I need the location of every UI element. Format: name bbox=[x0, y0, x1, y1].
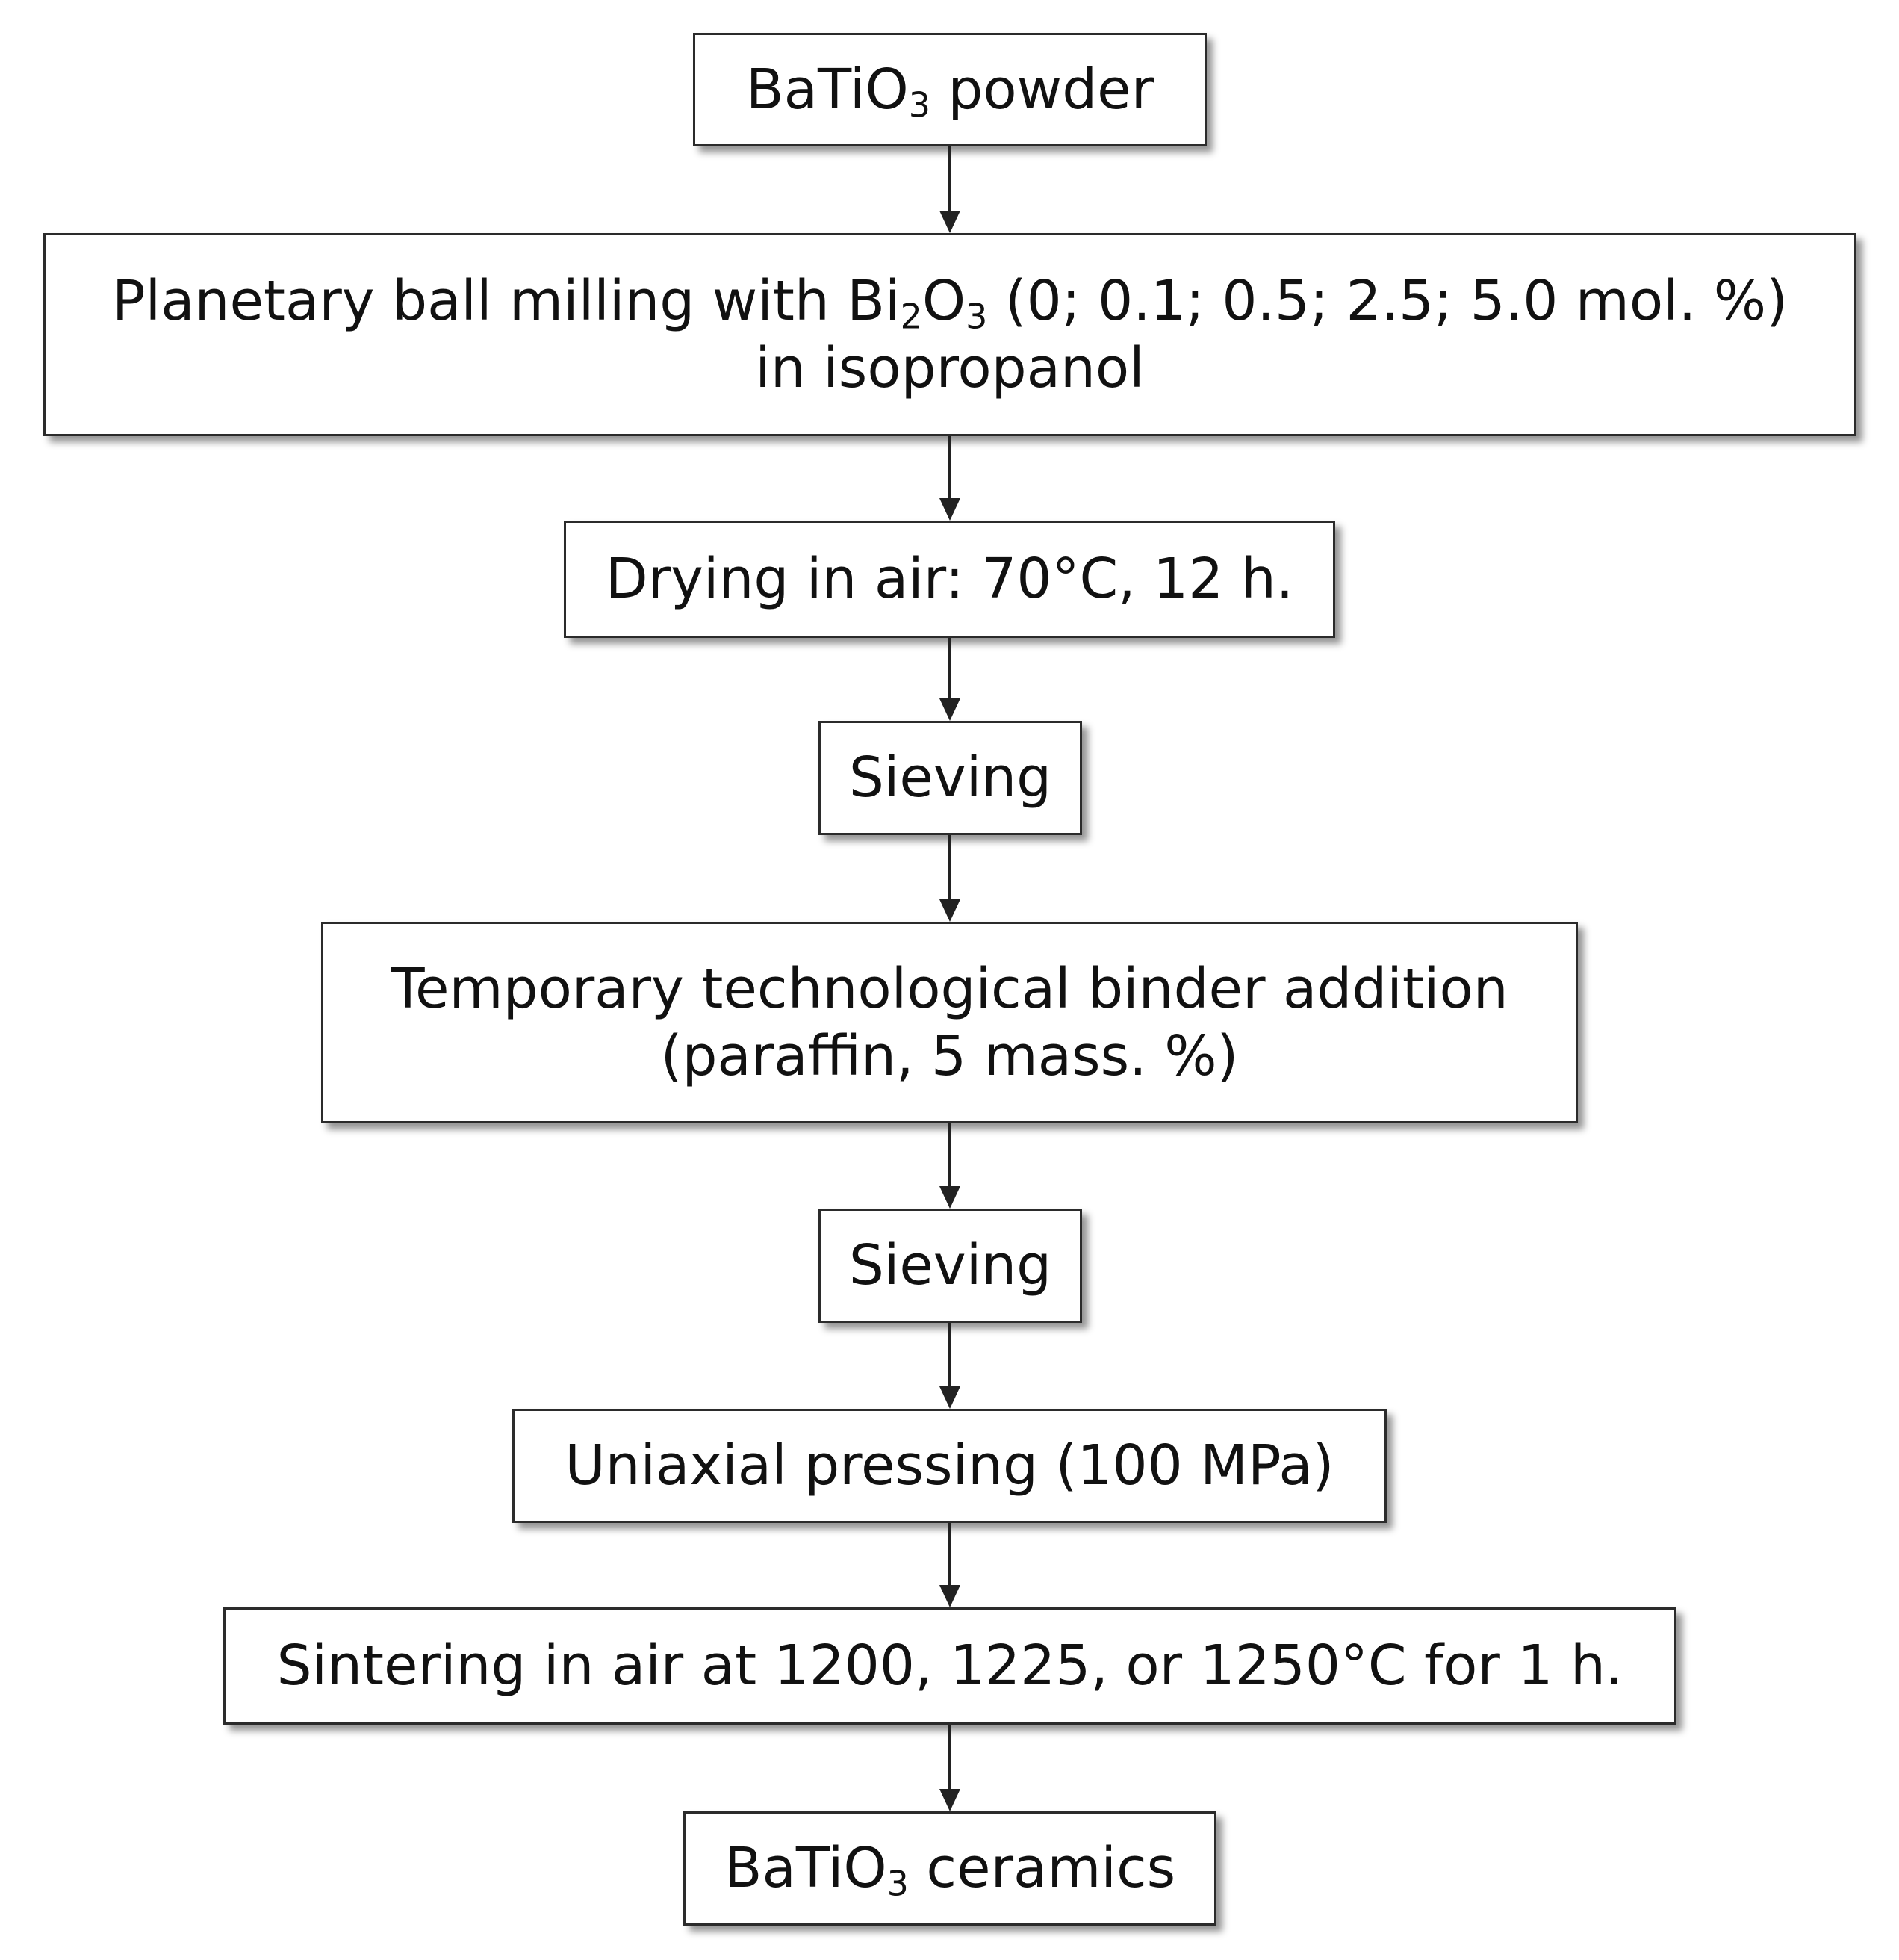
subscript-text: 3 bbox=[908, 84, 930, 125]
step-sieving-first: Sieving bbox=[818, 721, 1082, 835]
subscript-text: 3 bbox=[886, 1863, 909, 1904]
arrowhead-icon bbox=[939, 1585, 960, 1607]
arrowhead-icon bbox=[939, 698, 960, 721]
arrowhead-icon bbox=[939, 1186, 960, 1209]
step-text-line: Sieving bbox=[849, 1232, 1051, 1299]
connector-line bbox=[948, 1323, 951, 1389]
arrowhead-icon bbox=[939, 1386, 960, 1409]
step-text: Sintering in air at 1200, 1225, or 1250°… bbox=[276, 1634, 1623, 1699]
connector-line bbox=[948, 638, 951, 701]
step-drying-in-air: Drying in air: 70°C, 12 h. bbox=[564, 521, 1335, 638]
step-text-line: (paraffin, 5 mass. %) bbox=[661, 1023, 1239, 1090]
step-text-line: Temporary technological binder addition bbox=[391, 955, 1508, 1023]
connector-line bbox=[948, 835, 951, 902]
step-planetary-ball-milling: Planetary ball milling with Bi2O3 (0; 0.… bbox=[43, 233, 1856, 436]
step-binder-addition: Temporary technological binder addition(… bbox=[321, 922, 1578, 1123]
step-text: powder bbox=[930, 57, 1154, 122]
subscript-text: 2 bbox=[900, 296, 922, 337]
step-text: Temporary technological binder addition bbox=[391, 956, 1508, 1021]
step-sintering: Sintering in air at 1200, 1225, or 1250°… bbox=[223, 1607, 1676, 1725]
step-text: O bbox=[921, 268, 966, 333]
step-text-line: Sintering in air at 1200, 1225, or 1250°… bbox=[277, 1632, 1623, 1699]
step-text: ceramics bbox=[908, 1836, 1176, 1901]
arrowhead-icon bbox=[939, 1789, 960, 1811]
step-batio3-powder: BaTiO3 powder bbox=[693, 33, 1207, 146]
connector-line bbox=[948, 436, 951, 501]
step-batio3-ceramics: BaTiO3 ceramics bbox=[683, 1811, 1216, 1926]
step-text-line: Sieving bbox=[849, 744, 1051, 811]
step-text-line: Uniaxial pressing (100 MPa) bbox=[565, 1432, 1334, 1499]
step-text-line: in isopropanol bbox=[755, 335, 1144, 402]
step-text-line: Drying in air: 70°C, 12 h. bbox=[606, 545, 1294, 612]
step-text: (0; 0.1; 0.5; 2.5; 5.0 mol. %) bbox=[987, 268, 1788, 333]
connector-line bbox=[948, 1123, 951, 1189]
step-text: Planetary ball milling with Bi bbox=[112, 268, 901, 333]
step-text-line: BaTiO3 powder bbox=[746, 56, 1154, 123]
step-text: (paraffin, 5 mass. %) bbox=[660, 1024, 1239, 1088]
arrowhead-icon bbox=[939, 899, 960, 922]
step-uniaxial-pressing: Uniaxial pressing (100 MPa) bbox=[512, 1409, 1387, 1523]
step-text: Uniaxial pressing (100 MPa) bbox=[565, 1433, 1334, 1498]
step-text-line: Planetary ball milling with Bi2O3 (0; 0.… bbox=[112, 267, 1788, 335]
step-text: Sieving bbox=[848, 745, 1052, 810]
step-text-line: BaTiO3 ceramics bbox=[724, 1835, 1175, 1902]
step-text: BaTiO bbox=[724, 1836, 887, 1901]
step-text: Drying in air: 70°C, 12 h. bbox=[605, 547, 1294, 612]
subscript-text: 3 bbox=[966, 296, 988, 337]
arrowhead-icon bbox=[939, 498, 960, 521]
connector-line bbox=[948, 1725, 951, 1792]
connector-line bbox=[948, 146, 951, 214]
step-text: in isopropanol bbox=[755, 336, 1145, 400]
step-text: BaTiO bbox=[745, 57, 909, 122]
step-sieving-second: Sieving bbox=[818, 1209, 1082, 1323]
step-text: Sieving bbox=[848, 1233, 1052, 1298]
connector-line bbox=[948, 1523, 951, 1588]
arrowhead-icon bbox=[939, 211, 960, 233]
